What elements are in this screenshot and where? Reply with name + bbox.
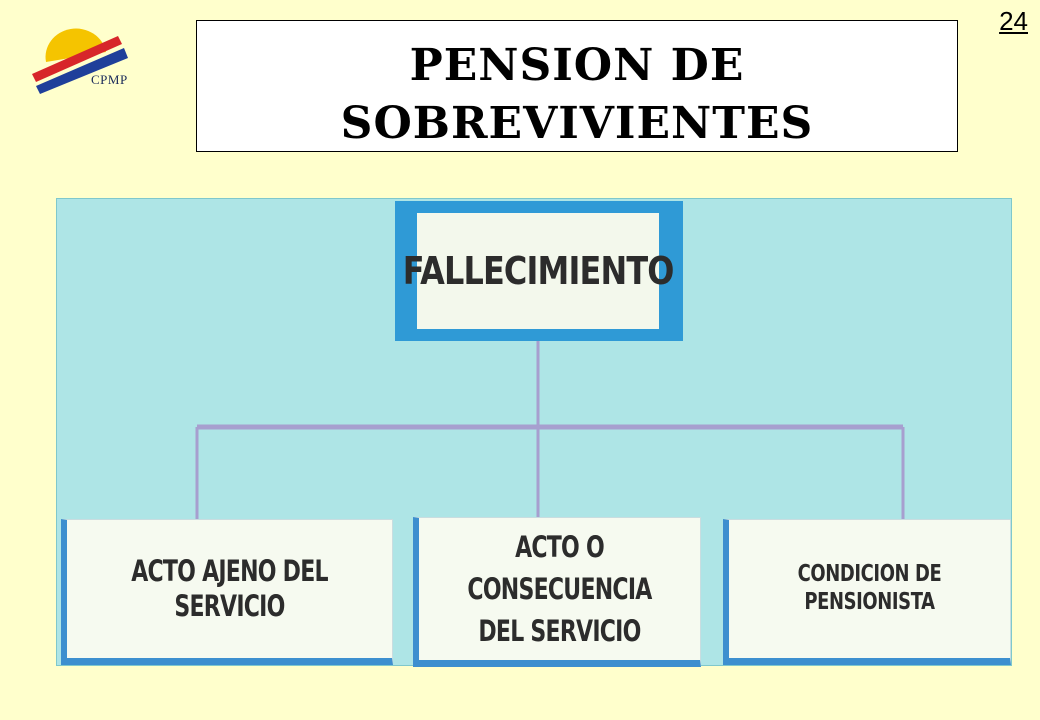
root-node: FALLECIMIENTO bbox=[395, 201, 683, 341]
page-number: 24 bbox=[999, 6, 1028, 36]
child-node-label: CONDICION DE PENSIONISTA bbox=[797, 561, 942, 615]
child-node-acto-ajeno: ACTO AJENO DEL SERVICIO bbox=[61, 519, 393, 665]
root-node-inner: FALLECIMIENTO bbox=[403, 213, 674, 329]
cpmp-logo bbox=[26, 22, 146, 102]
child-node-acto-consecuencia: ACTO O CONSECUENCIA DEL SERVICIO bbox=[413, 517, 701, 667]
child-node-label: ACTO AJENO DEL SERVICIO bbox=[131, 554, 328, 623]
page-title: PENSION DE SOBREVIVIENTES bbox=[340, 40, 814, 149]
org-chart: FALLECIMIENTO ACTO AJENO DEL SERVICIO AC… bbox=[56, 198, 1012, 667]
connector-lines bbox=[195, 341, 905, 519]
logo-text: CPMP bbox=[91, 72, 128, 87]
logo-sun-icon bbox=[32, 28, 128, 94]
root-node-label: FALLECIMIENTO bbox=[402, 249, 675, 293]
child-node-label: ACTO O CONSECUENCIA DEL SERVICIO bbox=[467, 529, 652, 649]
child-node-condicion-pensionista: CONDICION DE PENSIONISTA bbox=[723, 519, 1011, 665]
title-box: PENSION DE SOBREVIVIENTES bbox=[196, 20, 958, 152]
